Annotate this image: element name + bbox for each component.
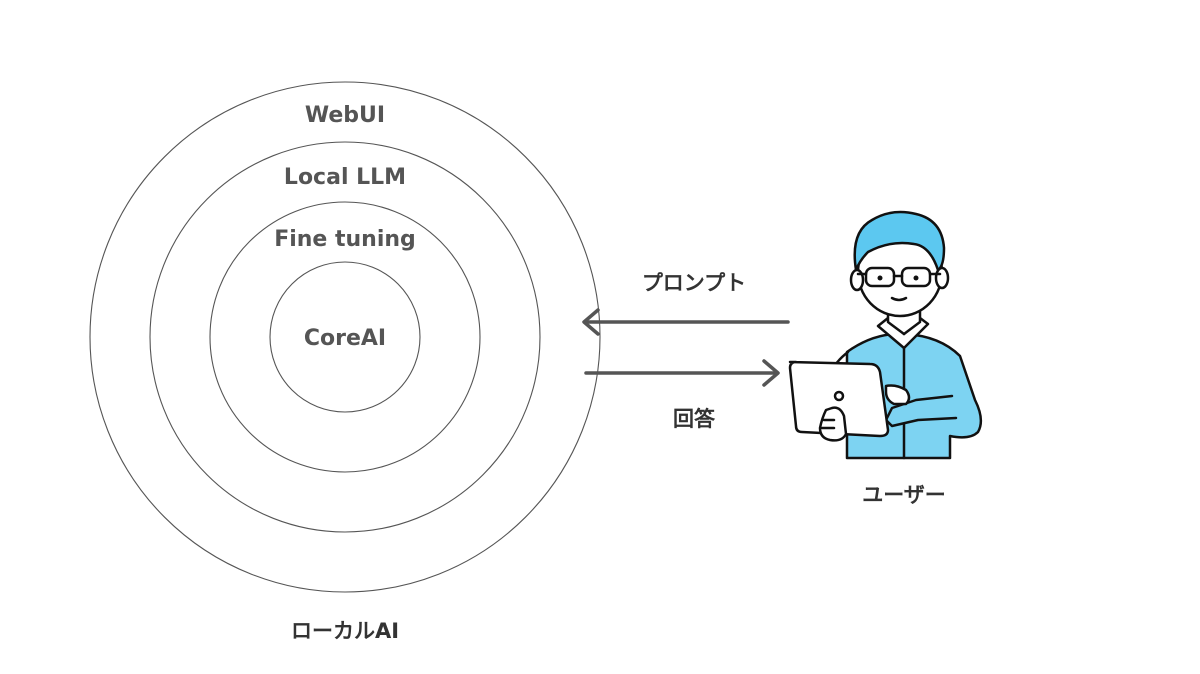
layer-rings <box>89 81 601 593</box>
system-label: ローカルAI <box>291 619 399 643</box>
user-label: ユーザー <box>862 483 946 507</box>
layer-label-local-llm: Local LLM <box>284 165 406 190</box>
prompt-label: プロンプト <box>642 271 746 295</box>
ring-local-llm <box>149 141 541 533</box>
answer-arrow <box>584 359 780 387</box>
layer-label-fine-tuning: Fine tuning <box>274 227 416 252</box>
person-with-laptop-icon <box>788 210 983 460</box>
answer-label: 回答 <box>673 407 716 431</box>
ring-coreai <box>269 261 421 413</box>
ring-webui <box>89 81 601 593</box>
ring-fine-tuning <box>209 201 481 473</box>
layer-label-webui: WebUI <box>305 103 385 128</box>
prompt-arrow <box>582 308 790 336</box>
layer-label-coreai: CoreAI <box>304 326 386 351</box>
